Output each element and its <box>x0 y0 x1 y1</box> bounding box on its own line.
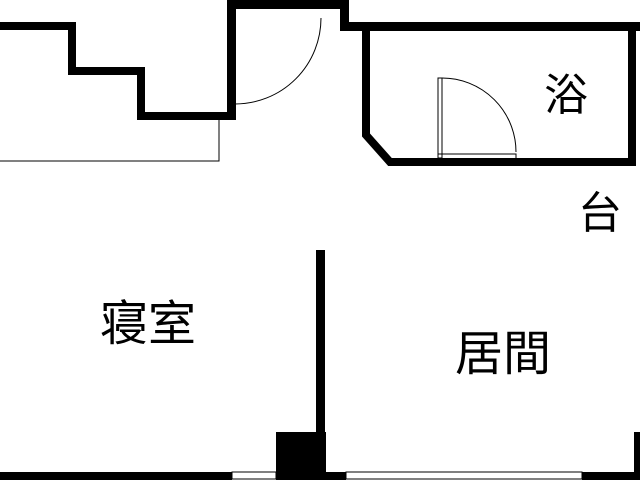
stair-wall <box>0 22 235 120</box>
right-wall-stub <box>634 432 640 480</box>
top-wall <box>340 22 640 31</box>
partition-wall <box>316 250 325 480</box>
bath-wall <box>362 22 636 166</box>
bottom-window-left <box>231 471 277 480</box>
entry-wall-top <box>227 0 349 9</box>
bottom-wall-left <box>0 472 232 480</box>
bottom-wall-mid <box>326 472 346 480</box>
bath-door <box>437 77 517 165</box>
bath-label: 浴 <box>544 70 588 121</box>
entry-door <box>230 17 322 105</box>
living-room-label: 居間 <box>455 326 551 382</box>
stair-outline <box>0 120 220 162</box>
bedroom-label: 寝室 <box>100 296 196 352</box>
column <box>276 432 326 480</box>
entry-wall-right <box>340 0 349 30</box>
bottom-wall-right <box>582 472 640 480</box>
counter-label: 台 <box>578 188 622 239</box>
